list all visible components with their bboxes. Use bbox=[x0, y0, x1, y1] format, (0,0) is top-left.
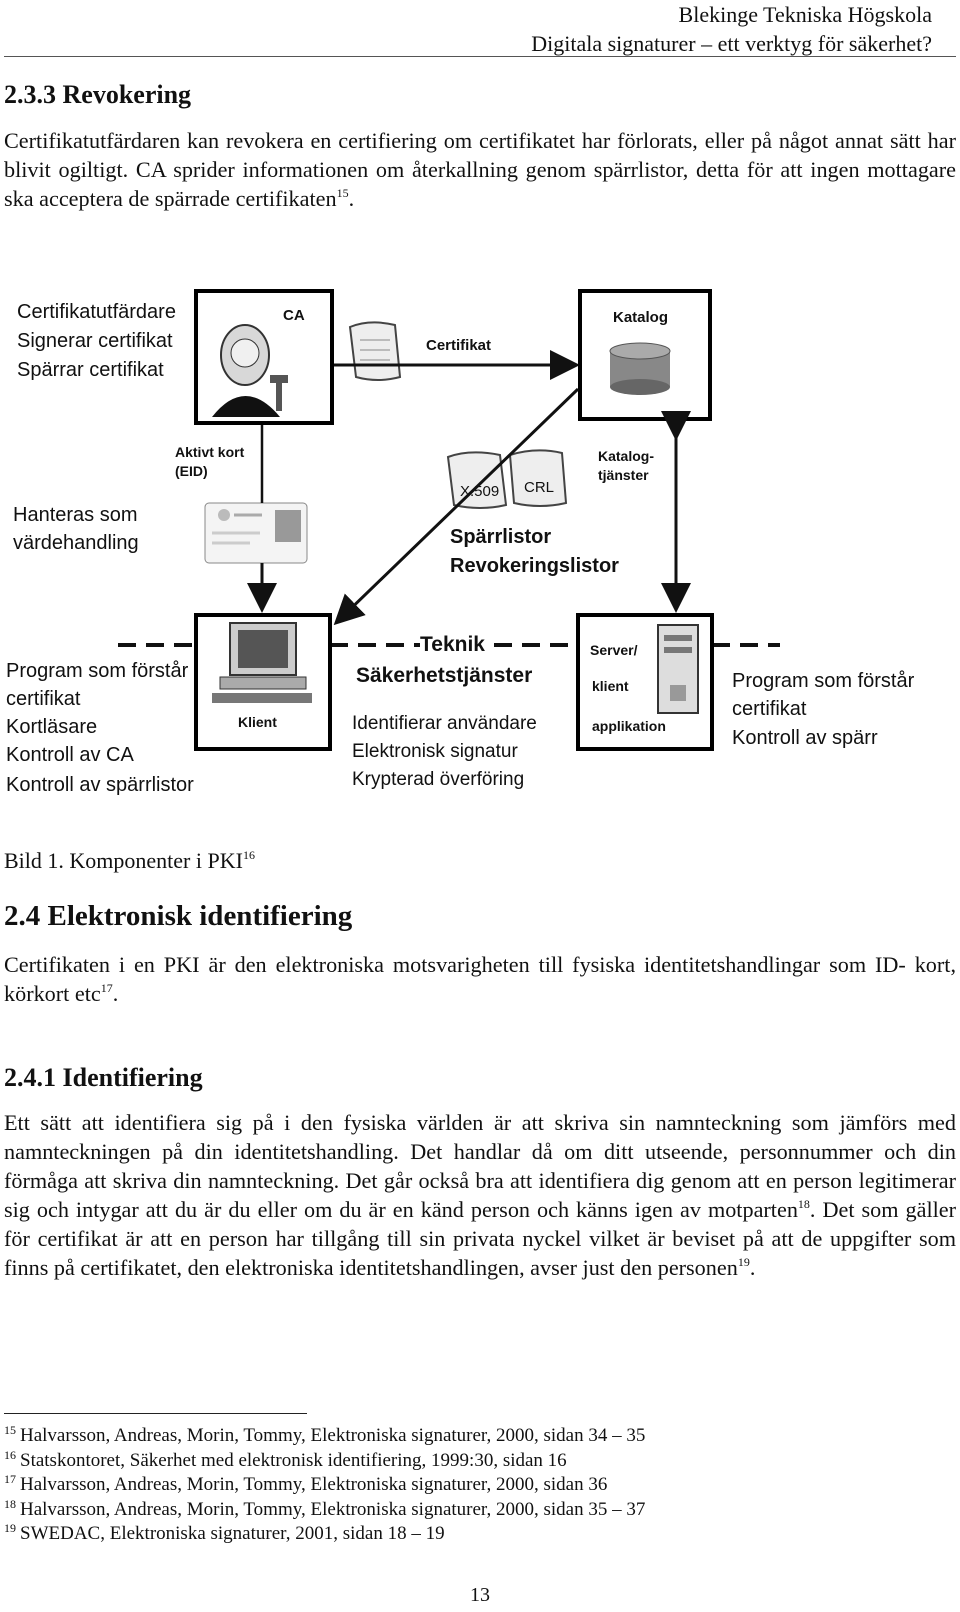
paragraph-revokering: Certifikatutfärdaren kan revokera en cer… bbox=[4, 126, 956, 213]
ca-note-1: Certifikatutfärdare bbox=[17, 301, 176, 323]
active-card-label-2: (EID) bbox=[175, 463, 208, 479]
footnote-number: 19 bbox=[4, 1521, 16, 1535]
ca-note-2: Signerar certifikat bbox=[17, 330, 173, 352]
card-note-2: värdehandling bbox=[13, 532, 139, 554]
pki-diagram: Certifikatutfärdare Signerar certifikat … bbox=[6, 289, 915, 796]
catalog-box: Katalog bbox=[578, 289, 712, 421]
security-service-3: Krypterad överföring bbox=[352, 769, 524, 790]
footnote-ref-15: 15 bbox=[336, 186, 349, 200]
figure-caption: Bild 1. Komponenter i PKI16 bbox=[4, 848, 255, 874]
certificate-label: Certifikat bbox=[426, 337, 491, 354]
running-header: Blekinge Tekniska Högskola Digitala sign… bbox=[531, 0, 932, 58]
judge-icon bbox=[212, 324, 288, 417]
footnote-ref-17: 17 bbox=[100, 981, 113, 995]
crl-label: CRL bbox=[524, 479, 554, 496]
ca-note-3: Spärrar certifikat bbox=[17, 359, 164, 381]
security-service-2: Elektronisk signatur bbox=[352, 741, 518, 762]
security-services-label: Säkerhetstjänster bbox=[356, 664, 532, 687]
active-card-label-1: Aktivt kort bbox=[175, 444, 245, 460]
ca-box: CA bbox=[194, 289, 334, 425]
footnote-19: 19 SWEDAC, Elektroniska signaturer, 2001,… bbox=[4, 1522, 445, 1546]
technology-label: Teknik bbox=[420, 633, 485, 656]
paragraph-text: Certifikatutfärdaren kan revokera en cer… bbox=[4, 128, 956, 211]
footnote-number: 18 bbox=[4, 1497, 16, 1511]
security-service-1: Identifierar användare bbox=[352, 713, 537, 734]
caption-text: Bild 1. Komponenter i PKI bbox=[4, 848, 243, 873]
id-card-icon bbox=[204, 502, 308, 564]
footnote-17: 17 Halvarsson, Andreas, Morin, Tommy, Ele… bbox=[4, 1473, 607, 1497]
x509-label: X.509 bbox=[460, 483, 499, 500]
footnote-text: Halvarsson, Andreas, Morin, Tommy, Elekt… bbox=[20, 1499, 646, 1520]
footnote-ref-19: 19 bbox=[737, 1255, 750, 1269]
client-note-5: Kontroll av spärrlistor bbox=[6, 774, 194, 796]
footnote-text: Statskontoret, Säkerhet med elektronisk … bbox=[20, 1450, 567, 1471]
client-note-2: certifikat bbox=[6, 688, 81, 710]
section-heading-revokering: 2.3.3 Revokering bbox=[4, 80, 192, 109]
sentence-end: . bbox=[749, 1255, 756, 1280]
ca-box-label: CA bbox=[283, 307, 305, 324]
revocation-label-2: Revokeringslistor bbox=[450, 555, 619, 577]
page-number: 13 bbox=[470, 1584, 490, 1606]
footnote-ref-16: 16 bbox=[242, 848, 255, 862]
footnote-number: 17 bbox=[4, 1472, 16, 1486]
server-note-3: Kontroll av spärr bbox=[732, 727, 878, 749]
sentence-end: . bbox=[348, 186, 355, 211]
catalog-label: Katalog bbox=[613, 309, 668, 326]
footnote-text: Halvarsson, Andreas, Morin, Tommy, Elekt… bbox=[20, 1425, 646, 1446]
paragraph-text-a: Ett sätt att identifiera sig på i den fy… bbox=[4, 1110, 956, 1222]
server-tower-icon bbox=[657, 624, 699, 714]
paragraph-identification: Ett sätt att identifiera sig på i den fy… bbox=[4, 1108, 956, 1282]
server-label-2: klient bbox=[592, 678, 629, 694]
sentence-end: . bbox=[112, 981, 119, 1006]
paragraph-text-b: . Det som gäller för certifikat är att e… bbox=[4, 1197, 957, 1280]
header-institution: Blekinge Tekniska Högskola bbox=[678, 2, 932, 27]
section-heading-identification: 2.4.1 Identifiering bbox=[4, 1063, 203, 1092]
pki-figure: Certifikatutfärdare Signerar certifikat … bbox=[0, 285, 960, 825]
paragraph-electronic-identification: Certifikaten i en PKI är den elektronisk… bbox=[4, 950, 956, 1008]
footnote-number: 15 bbox=[4, 1423, 16, 1437]
server-note-1: Program som förstår bbox=[732, 670, 915, 692]
footnote-rule bbox=[4, 1413, 307, 1414]
arrow-catalog-to-client bbox=[333, 387, 580, 626]
header-rule bbox=[4, 56, 956, 57]
x509-document-icon bbox=[446, 451, 508, 509]
certificate-scroll-icon bbox=[348, 321, 402, 381]
footnote-18: 18 Halvarsson, Andreas, Morin, Tommy, Ele… bbox=[4, 1498, 645, 1522]
section-heading-electronic-identification: 2.4 Elektronisk identifiering bbox=[4, 900, 353, 932]
server-note-2: certifikat bbox=[732, 698, 807, 720]
card-note-1: Hanteras som bbox=[13, 504, 138, 526]
server-label-1: Server/ bbox=[590, 642, 638, 658]
footnote-text: SWEDAC, Elektroniska signaturer, 2001, s… bbox=[20, 1523, 445, 1544]
client-note-3: Kortläsare bbox=[6, 716, 97, 738]
footnote-15: 15 Halvarsson, Andreas, Morin, Tommy, Ele… bbox=[4, 1424, 645, 1448]
header-title: Digitala signaturer – ett verktyg för sä… bbox=[531, 31, 932, 56]
server-label-3: applikation bbox=[592, 718, 666, 734]
client-label: Klient bbox=[238, 714, 277, 730]
database-icon bbox=[609, 342, 671, 395]
paragraph-text: Certifikaten i en PKI är den elektronisk… bbox=[4, 952, 956, 1006]
revocation-label-1: Spärrlistor bbox=[450, 526, 551, 548]
server-box: Server/ klient applikation bbox=[576, 613, 714, 751]
catalog-services-label-2: tjänster bbox=[598, 467, 649, 483]
footnote-16: 16 Statskontoret, Säkerhet med elektronis… bbox=[4, 1449, 567, 1473]
computer-icon bbox=[212, 622, 312, 703]
client-note-1: Program som förstår bbox=[6, 660, 189, 682]
client-box: Klient bbox=[194, 613, 332, 751]
crl-document-icon bbox=[508, 449, 568, 507]
footnote-number: 16 bbox=[4, 1448, 16, 1462]
footnote-text: Halvarsson, Andreas, Morin, Tommy, Elekt… bbox=[20, 1474, 608, 1495]
client-note-4: Kontroll av CA bbox=[6, 744, 134, 766]
catalog-services-label-1: Katalog- bbox=[598, 448, 654, 464]
footnote-ref-18: 18 bbox=[797, 1197, 810, 1211]
